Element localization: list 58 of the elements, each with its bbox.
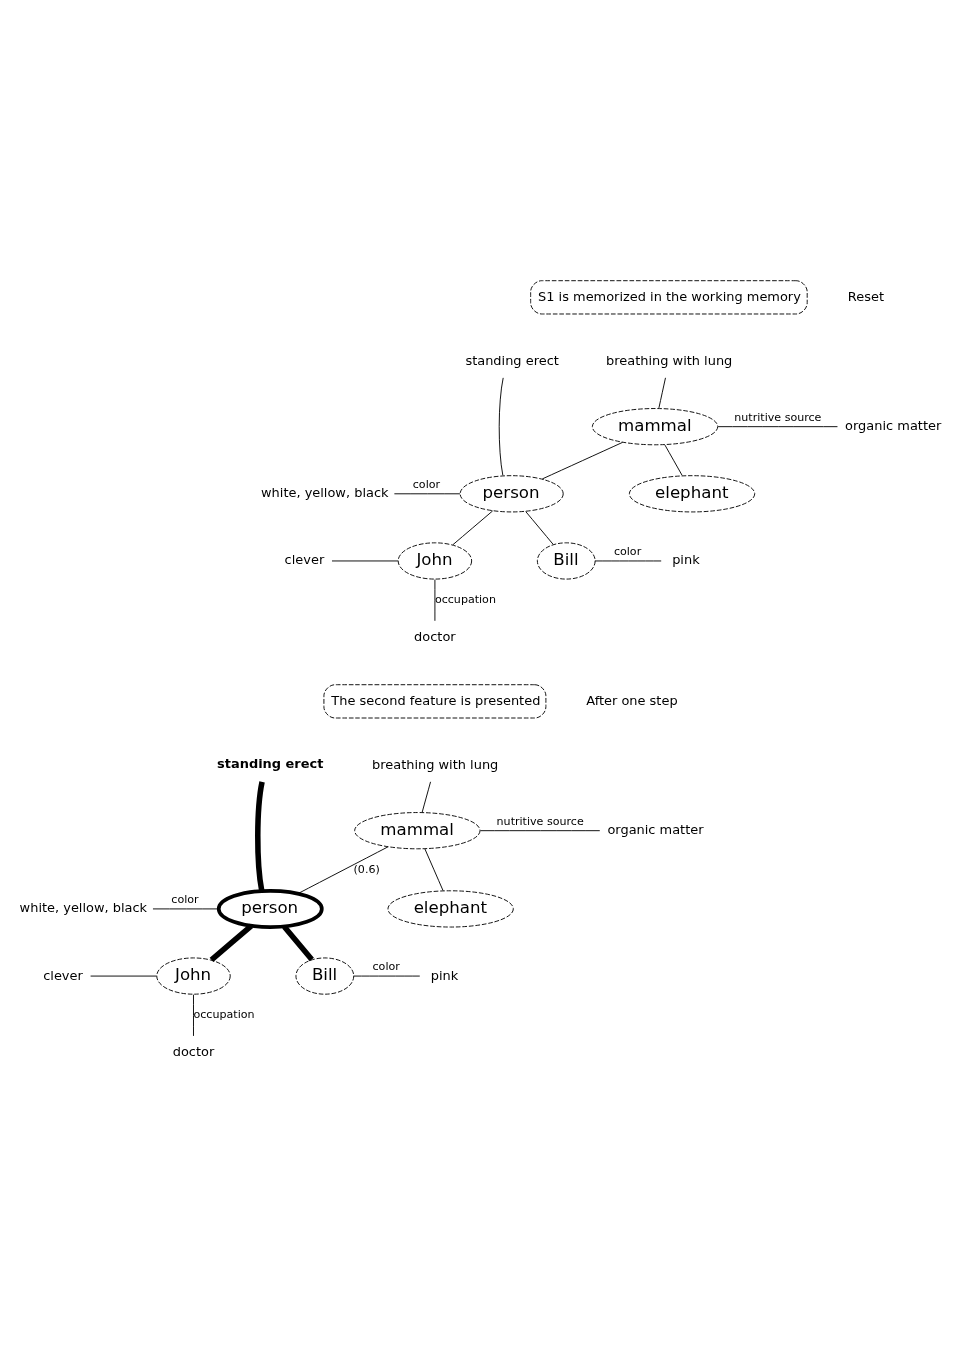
node-text: standing erect xyxy=(217,755,324,771)
edge-label: nutritive source xyxy=(496,814,584,828)
node-ellipse: mammal xyxy=(591,408,719,446)
node-ellipse: elephant xyxy=(387,890,514,928)
connector xyxy=(353,975,421,977)
edge-label: color xyxy=(171,892,199,906)
node-text: pink xyxy=(430,967,459,983)
connector xyxy=(193,994,194,1037)
connector xyxy=(331,560,399,562)
node-ellipse: John xyxy=(156,957,231,995)
node-ellipse: elephant xyxy=(628,475,756,513)
edge-label: color xyxy=(613,545,642,559)
connector xyxy=(452,510,494,546)
connector xyxy=(421,781,431,813)
node-text: breathing with lung xyxy=(372,756,499,772)
connector xyxy=(297,846,389,894)
label: Reset xyxy=(847,288,884,304)
node-text: white, yellow, black xyxy=(261,485,389,501)
node-text: standing erect xyxy=(465,352,559,368)
node-box: S1 is memorized in the working memory xyxy=(530,280,808,315)
edge-label: color xyxy=(372,960,400,974)
node-text: white, yellow, black xyxy=(19,900,148,916)
connector xyxy=(664,444,683,476)
node-ellipse: John xyxy=(397,542,473,580)
connector xyxy=(717,426,838,428)
connector xyxy=(498,377,504,476)
edge-label: (0.6) xyxy=(353,862,380,876)
connector xyxy=(525,511,554,545)
label: After one step xyxy=(586,692,678,708)
connector xyxy=(282,924,314,962)
connector xyxy=(424,848,444,892)
edge-label: color xyxy=(412,477,441,491)
node-text: pink xyxy=(672,552,700,568)
node-ellipse: person xyxy=(216,888,324,929)
node-text: breathing with lung xyxy=(606,352,733,368)
node-text: doctor xyxy=(172,1044,215,1060)
connector xyxy=(152,908,219,910)
edge-label: occupation xyxy=(193,1008,255,1022)
connector xyxy=(209,923,254,962)
node-box: The second feature is presented xyxy=(323,684,547,719)
node-ellipse: person xyxy=(459,475,564,513)
node-text: organic matter xyxy=(845,418,942,434)
connector xyxy=(479,830,601,832)
node-text: clever xyxy=(43,967,83,983)
node-ellipse: Bill xyxy=(536,542,596,580)
node-text: doctor xyxy=(414,628,456,644)
node-ellipse: mammal xyxy=(354,812,481,850)
node-ellipse: Bill xyxy=(295,957,355,995)
connector xyxy=(255,781,265,891)
connector xyxy=(594,560,662,562)
connector xyxy=(541,441,623,480)
connector xyxy=(658,377,666,409)
connector xyxy=(90,975,157,977)
connector xyxy=(393,493,461,495)
node-text: clever xyxy=(284,552,325,568)
edge-label: occupation xyxy=(434,592,496,606)
node-text: organic matter xyxy=(607,822,704,838)
edge-label: nutritive source xyxy=(734,410,822,424)
